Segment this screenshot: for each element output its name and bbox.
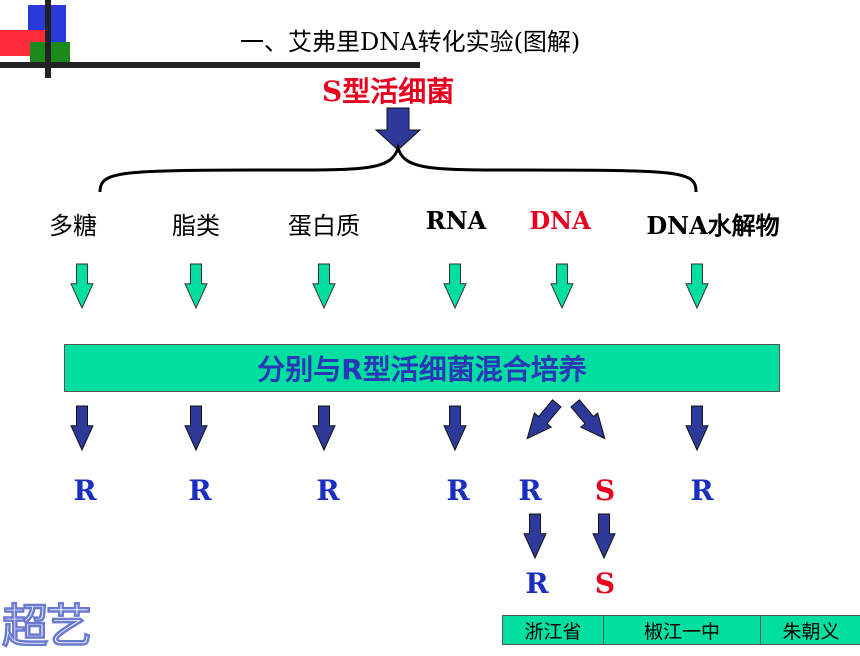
footer-author: 朱朝义 [782,620,840,643]
main-down-arrow [374,107,422,151]
component-polysaccharide: 多糖 [49,212,97,240]
subject-label: S型活细菌 [322,75,455,108]
green-down-arrow [550,263,574,310]
result-r: R [188,474,212,507]
green-down-arrow [184,263,208,310]
result-r-second: R [525,567,549,600]
result-s-second: S [594,567,616,600]
result-r: R [73,474,97,507]
green-down-arrow [685,263,709,310]
blue-down-arrow [685,405,709,452]
result-r: R [316,474,340,507]
mix-culture-box: 分别与R型活细菌混合培养 [64,344,780,392]
page-title: 一、艾弗里DNA转化实验(图解) [240,28,581,56]
result-r: R [690,474,714,507]
blue-diag-arrow-right [570,399,606,440]
footer-province: 浙江省 [503,616,604,644]
component-brace [98,142,698,193]
component-rna: RNA [425,206,487,235]
component-dna-hydrolysate: DNA水解物 [646,211,780,240]
component-dna: DNA [529,206,591,235]
corner-decoration [0,0,420,78]
blue-down-arrow-second [592,513,616,560]
result-s: S [594,474,616,507]
blue-down-arrow-second [523,513,547,560]
blue-down-arrow [184,405,208,452]
component-protein: 蛋白质 [288,212,360,240]
blue-down-arrow [443,405,467,452]
green-down-arrow [443,263,467,310]
footer-school: 椒江一中 [604,616,761,644]
mix-culture-label: 分别与R型活细菌混合培养 [257,353,587,386]
footer-table: 浙江省 椒江一中 朱朝义 [502,615,860,645]
blue-down-arrow [312,405,336,452]
blue-down-arrow [70,405,94,452]
component-lipid: 脂类 [172,212,220,240]
green-down-arrow [70,263,94,310]
result-r: R [446,474,470,507]
green-down-arrow [312,263,336,310]
result-r: R [518,474,542,507]
blue-diag-arrow-left [526,399,562,440]
logo: 超艺 [2,599,93,654]
